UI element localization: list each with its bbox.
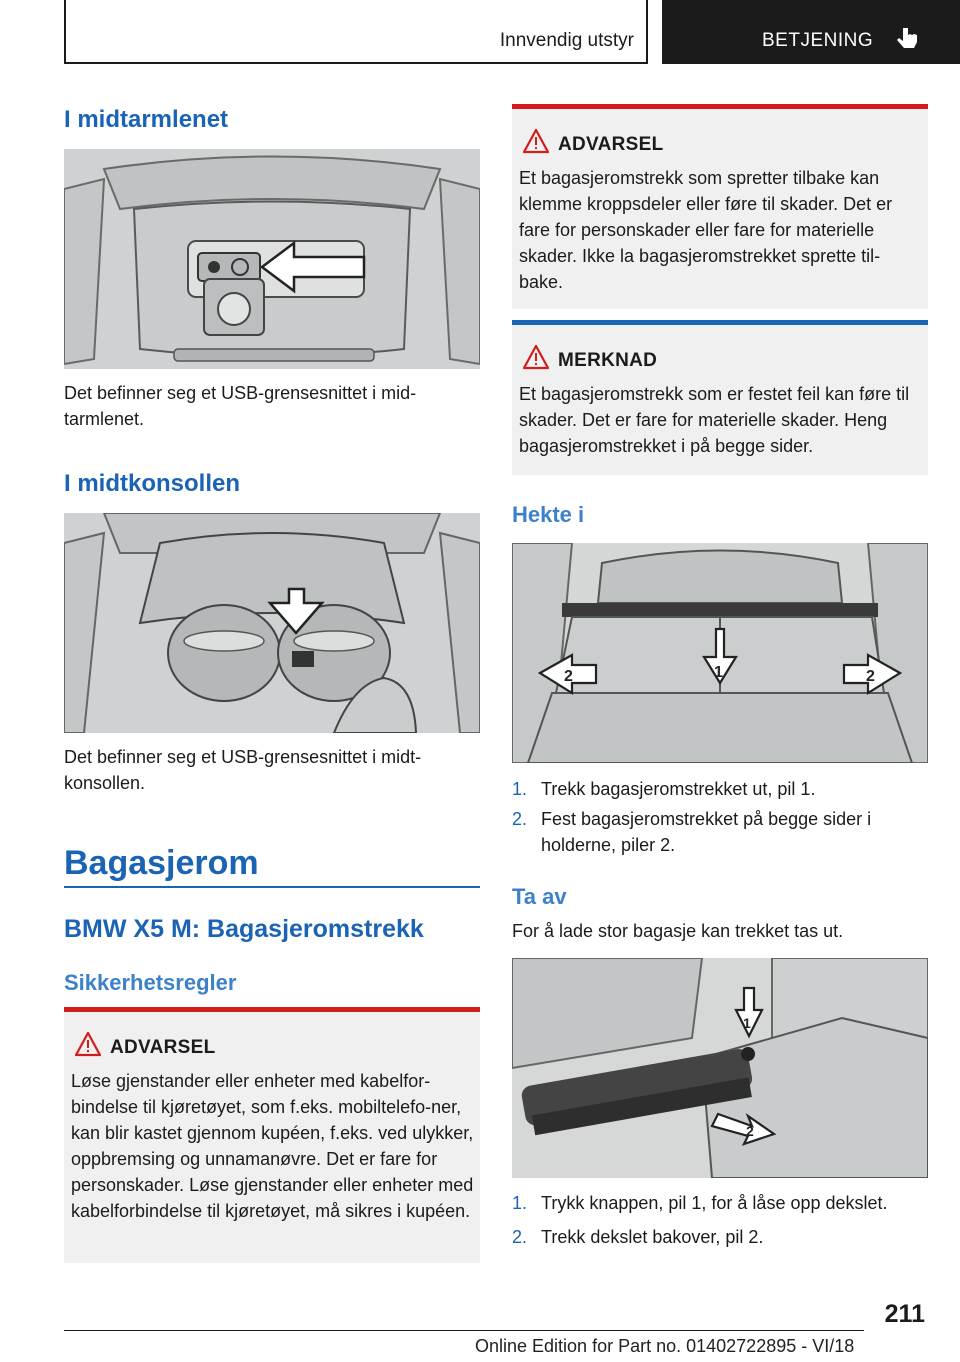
list-item: 1. Trekk bagasjeromstrekket ut, pil 1.	[512, 776, 928, 802]
image-cover-remove: 1 2	[512, 958, 928, 1178]
step-number: 2.	[512, 1227, 528, 1247]
note-text: Et bagasjeromstrekk som er festet feil k…	[519, 384, 910, 456]
paragraph-line: tarmlenet.	[64, 409, 145, 429]
hekte-steps-list: 1. Trekk bagasjeromstrekket ut, pil 1. 2.…	[512, 776, 928, 858]
cover-removal-illustration: 1 2	[512, 958, 928, 1178]
heading-hekte-i: Hekte i	[512, 502, 585, 527]
footer-edition: Online Edition for Part no. 01402722895 …	[475, 1336, 855, 1356]
heading-midtarmlenet: I midtarmlenet	[64, 106, 229, 133]
header-chapter-tab[interactable]: BETJENING	[662, 0, 960, 64]
header-section-box: Innvendig utstyr	[64, 0, 648, 64]
list-item: 2. Fest bagasjeromstrekket på begge sider…	[512, 806, 928, 858]
image-armrest-usb	[64, 149, 480, 369]
step-text: Trykk knappen, pil 1, for å låse opp dek…	[541, 1193, 888, 1213]
arrow-label-1: 1	[714, 664, 723, 681]
step-text: Fest bagasjeromstrekket på begge sider i…	[541, 809, 872, 855]
step-number: 1.	[512, 1193, 528, 1213]
warning-box-right: ADVARSEL Et bagasjeromstrekk som sprette…	[512, 104, 928, 309]
step-number: 2.	[512, 809, 528, 829]
pointing-hand-icon	[897, 28, 917, 48]
warning-triangle-icon	[522, 128, 550, 154]
heading-rule	[64, 886, 480, 888]
armrest-illustration	[64, 149, 480, 369]
heading-bmw-x5m: BMW X5 M: Bagasjeromstrekk	[64, 915, 424, 943]
heading-ta-av: Ta av	[512, 884, 567, 909]
list-item: 2. Trekk dekslet bakover, pil 2.	[512, 1224, 928, 1250]
paragraph-line: Det befinner seg et USB-grensesnittet i …	[64, 383, 417, 403]
warning-text: Løse gjenstander eller enheter med kabel…	[71, 1071, 474, 1221]
note-box: MERKNAD Et bagasjeromstrekk som er feste…	[512, 320, 928, 475]
note-title: MERKNAD	[558, 350, 658, 371]
warning-text: Et bagasjeromstrekk som spretter tilbake…	[519, 168, 893, 292]
arrow-label-1: 1	[743, 1015, 751, 1031]
page-number: 211	[884, 1300, 925, 1328]
image-console-usb	[64, 513, 480, 733]
paragraph-line: konsollen.	[64, 773, 146, 793]
footer-rule	[64, 1330, 864, 1331]
paragraph-line: Det befinner seg et USB-grensesnittet i …	[64, 747, 422, 767]
header-chapter-label: BETJENING	[762, 30, 874, 51]
cargo-cover-illustration: 1 2 2	[512, 543, 928, 763]
heading-midtkonsollen: I midtkonsollen	[64, 470, 241, 497]
heading-bagasjerom: Bagasjerom	[64, 844, 259, 882]
arrow-label-2-left: 2	[564, 668, 573, 685]
paragraph-midtkonsollen: Det befinner seg et USB-grensesnittet i …	[64, 744, 480, 796]
list-item: 1. Trykk knappen, pil 1, for å låse opp d…	[512, 1190, 928, 1216]
arrow-label-2-right: 2	[866, 668, 875, 685]
arrow-label-2: 2	[746, 1123, 754, 1139]
heading-sikkerhetsregler: Sikkerhetsregler	[64, 970, 237, 995]
step-text: Trekk bagasjeromstrekket ut, pil 1.	[541, 779, 816, 799]
warning-title: ADVARSEL	[558, 134, 664, 155]
step-text: Trekk dekslet bakover, pil 2.	[541, 1227, 764, 1247]
caution-triangle-icon	[522, 344, 550, 370]
step-number: 1.	[512, 779, 528, 799]
warning-title: ADVARSEL	[110, 1037, 216, 1058]
ta-av-steps-list: 1. Trykk knappen, pil 1, for å låse opp d…	[512, 1190, 928, 1250]
paragraph-ta-av: For å lade stor bagasje kan trekket tas …	[512, 921, 844, 941]
header-section-title: Innvendig utstyr	[499, 30, 634, 51]
paragraph-midtarmlenet: Det befinner seg et USB-grensesnittet i …	[64, 380, 480, 432]
image-cover-hook: 1 2 2	[512, 543, 928, 763]
warning-triangle-icon	[74, 1031, 102, 1057]
console-illustration	[64, 513, 480, 733]
warning-box-left: ADVARSEL Løse gjenstander eller enheter …	[64, 1007, 480, 1263]
